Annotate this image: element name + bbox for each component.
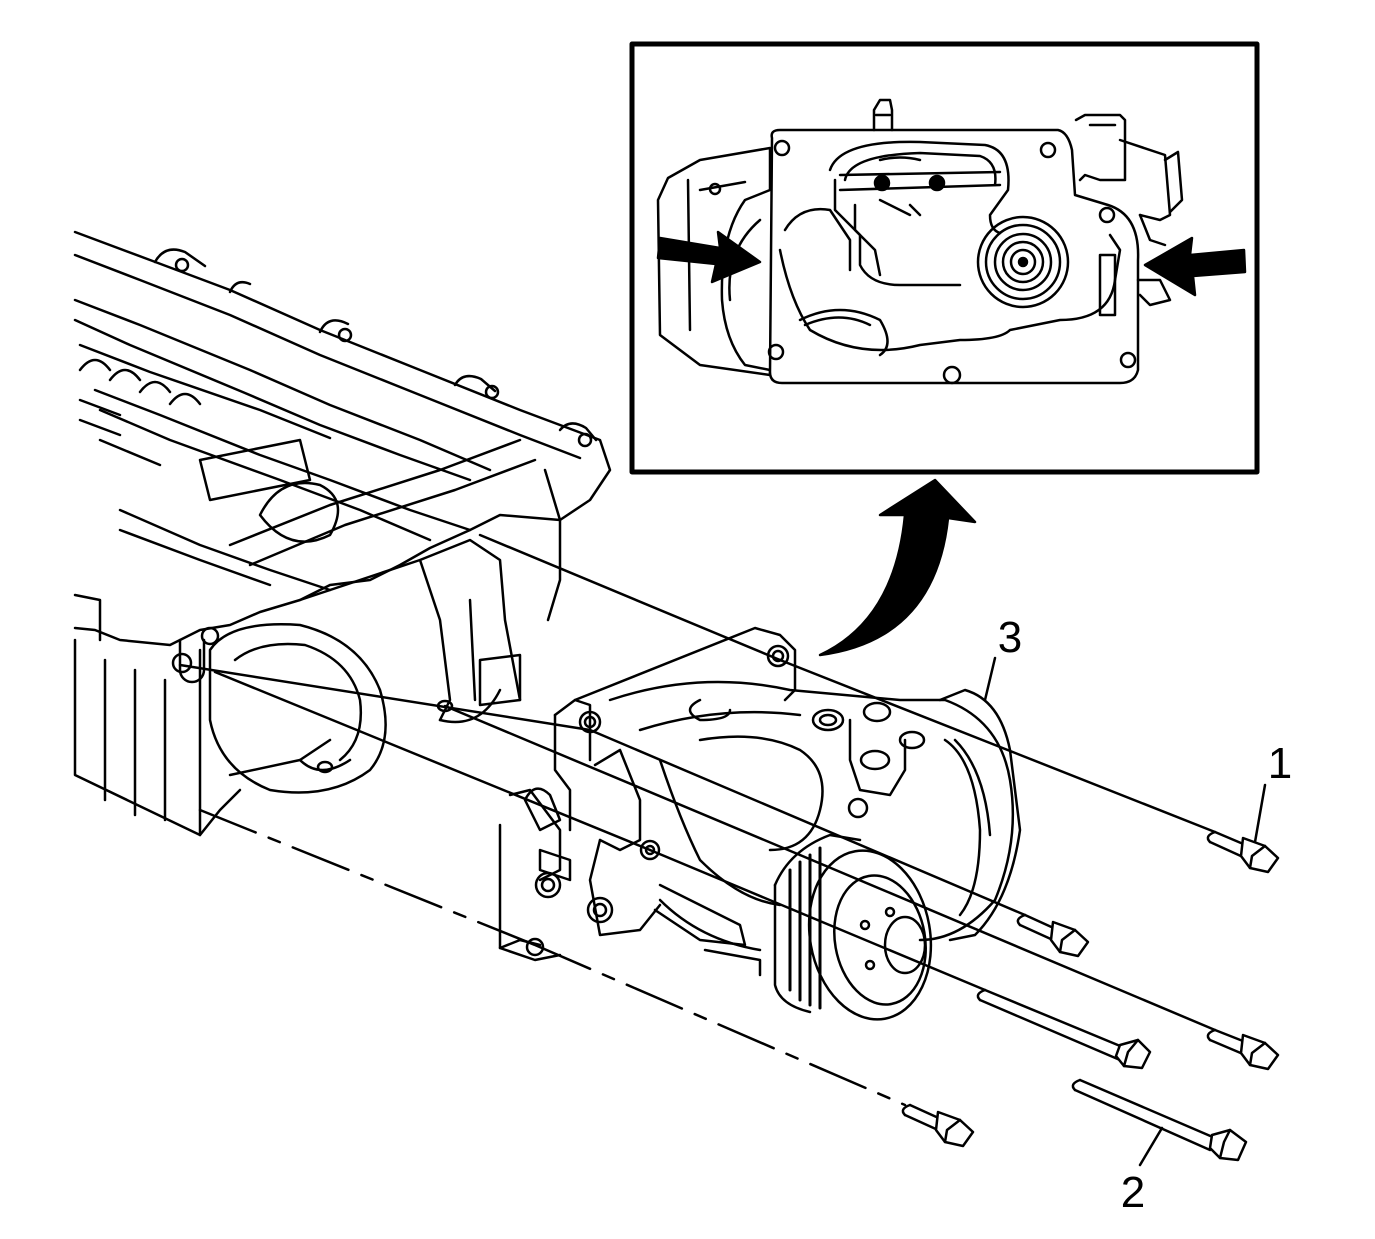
callouts: 1 2 3 [983,613,1292,1217]
bolt-2 [1071,1078,1248,1162]
bolt-short-right [1206,1028,1280,1071]
callout-2: 2 [1121,1168,1145,1217]
bolt-short-middle [1016,913,1090,958]
compressor-bracket [498,626,1022,1021]
detail-pointer-arrow [818,478,977,657]
bolt-long-middle [976,988,1152,1070]
compressor-pulley [773,833,933,1021]
callout-3: 3 [998,613,1022,662]
detail-inset [629,41,1260,475]
engine-block [73,230,612,837]
bolt-1 [1206,830,1280,874]
bolts [901,830,1280,1162]
alignment-lines [178,533,1217,1107]
bolt-short-bottom [901,1103,975,1148]
callout-1: 1 [1268,739,1292,788]
